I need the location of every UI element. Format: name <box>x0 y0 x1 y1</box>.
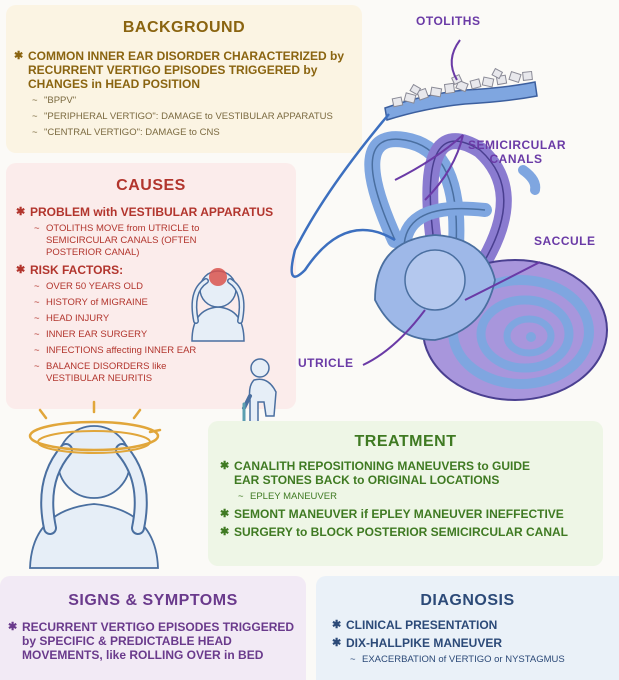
headache-person-icon <box>191 268 245 342</box>
causes-panel: CAUSES PROBLEM with VESTIBULAR APPARATUS… <box>6 163 296 409</box>
risk-factor-item: HISTORY of MIGRAINE <box>16 297 288 309</box>
background-main-item: COMMON INNER EAR DISORDER CHARACTERIZED … <box>14 49 354 91</box>
treatment-sub-item: EPLEY MANEUVER <box>220 491 593 503</box>
otoliths-label: OTOLITHS <box>416 14 481 28</box>
diagnosis-item: CLINICAL PRESENTATION <box>332 618 611 632</box>
risk-factor-item: BALANCE DISORDERS like VESTIBULAR NEURIT… <box>16 361 216 385</box>
background-heading: BACKGROUND <box>122 19 246 36</box>
utricle-label: UTRICLE <box>298 356 354 370</box>
treatment-item: SURGERY to BLOCK POSTERIOR SEMICIRCULAR … <box>220 525 593 539</box>
diagnosis-heading: DIAGNOSIS <box>420 592 515 609</box>
risk-factor-item: HEAD INJURY <box>16 313 288 325</box>
causes-sub-item: OTOLITHS MOVE from UTRICLE to SEMICIRCUL… <box>16 223 246 259</box>
otolith-crystals-icon <box>391 67 533 108</box>
diagnosis-panel: DIAGNOSIS CLINICAL PRESENTATION DIX-HALL… <box>316 576 619 680</box>
risk-factor-item: INFECTIONS affecting INNER EAR <box>16 345 288 357</box>
causes-heading: CAUSES <box>116 177 186 194</box>
semicircular-canals-label: SEMICIRCULAR CANALS <box>468 138 566 166</box>
diagnosis-item: DIX-HALLPIKE MANEUVER <box>332 636 611 650</box>
risk-factor-item: INNER EAR SURGERY <box>16 329 288 341</box>
inner-ear-icon <box>290 39 608 401</box>
background-sub-item: "CENTRAL VERTIGO": DAMAGE to CNS <box>14 127 354 139</box>
background-sub-item: "PERIPHERAL VERTIGO": DAMAGE to VESTIBUL… <box>14 111 354 123</box>
risk-factor-item: OVER 50 YEARS OLD <box>16 281 288 293</box>
dizzy-person-icon <box>28 400 162 569</box>
treatment-item: CANALITH REPOSITIONING MANEUVERS to GUID… <box>220 459 554 487</box>
background-panel: BACKGROUND COMMON INNER EAR DISORDER CHA… <box>6 5 362 153</box>
signs-symptoms-panel: SIGNS & SYMPTOMS RECURRENT VERTIGO EPISO… <box>0 576 306 680</box>
causes-item: RISK FACTORS: <box>16 263 288 277</box>
semicircular-label-line2: CANALS <box>489 152 543 166</box>
signs-heading: SIGNS & SYMPTOMS <box>68 592 238 609</box>
semicircular-label-line1: SEMICIRCULAR <box>468 138 566 152</box>
utricle-sac <box>404 249 466 311</box>
diagnosis-sub-item: EXACERBATION of VERTIGO or NYSTAGMUS <box>332 654 611 666</box>
causes-item: PROBLEM with VESTIBULAR APPARATUS <box>16 205 288 219</box>
signs-item: RECURRENT VERTIGO EPISODES TRIGGERED by … <box>8 620 298 662</box>
background-sub-item: "BPPV" <box>14 95 354 107</box>
treatment-item: SEMONT MANEUVER if EPLEY MANEUVER INEFFE… <box>220 507 593 521</box>
treatment-panel: TREATMENT CANALITH REPOSITIONING MANEUVE… <box>208 421 603 566</box>
saccule-label: SACCULE <box>534 234 596 248</box>
treatment-heading: TREATMENT <box>354 433 457 450</box>
